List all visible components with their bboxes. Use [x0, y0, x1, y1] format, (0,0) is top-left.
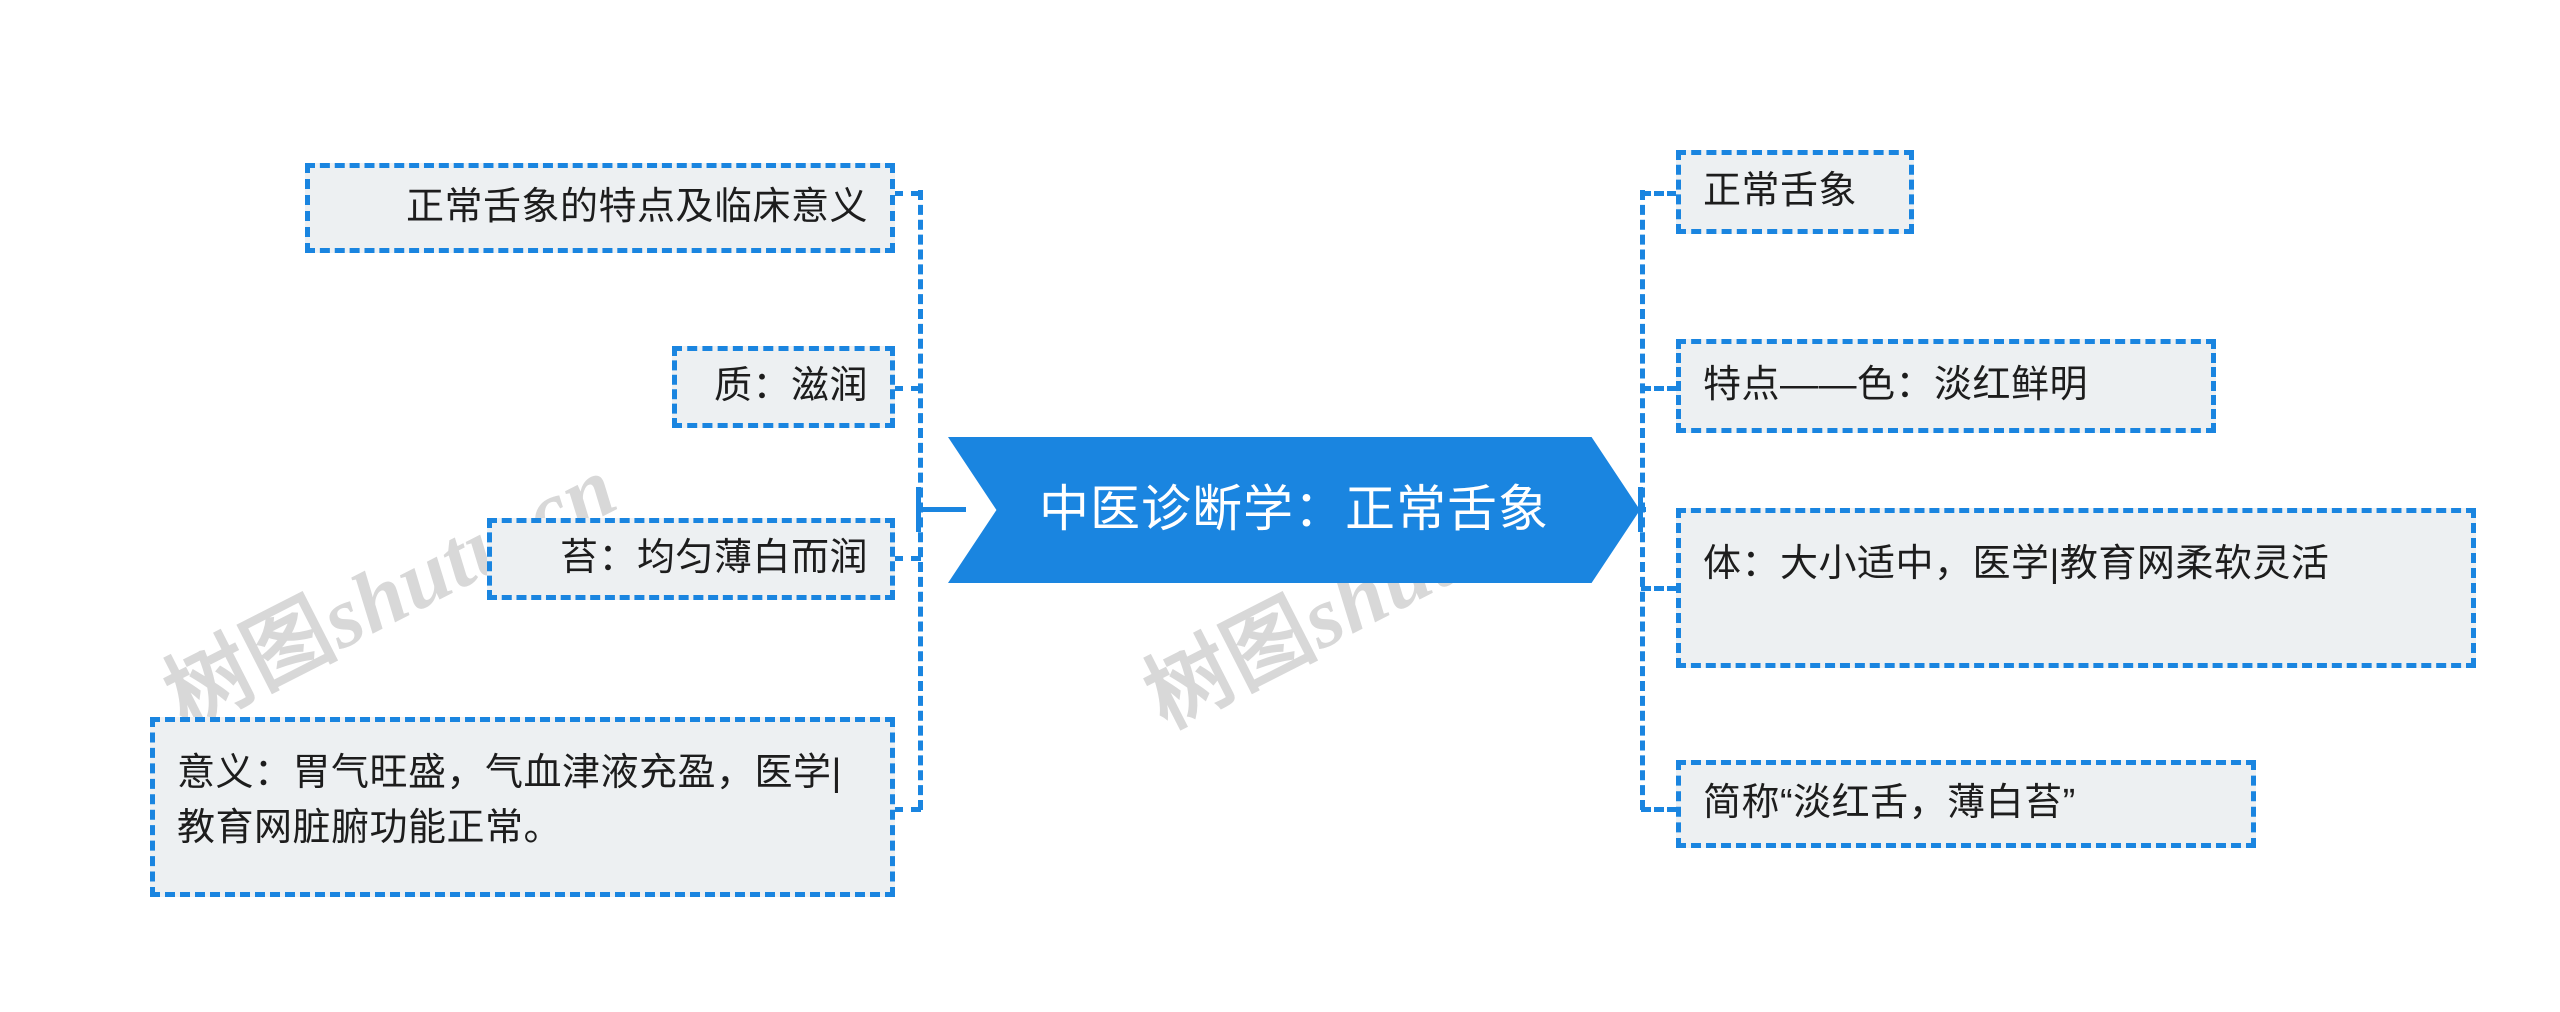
- right-stub-1: [1641, 191, 1677, 196]
- left-stub-2: [893, 386, 921, 391]
- left-node-1[interactable]: 正常舌象的特点及临床意义: [305, 163, 895, 253]
- right-stub-2: [1641, 386, 1677, 391]
- left-spine-cap: [916, 487, 921, 532]
- right-node-3[interactable]: 体：大小适中，医学|教育网柔软灵活: [1676, 508, 2476, 668]
- left-node-4[interactable]: 意义：胃气旺盛，气血津液充盈，医学|教育网脏腑功能正常。: [150, 717, 895, 897]
- left-node-4-label: 意义：胃气旺盛，气血津液充盈，医学|教育网脏腑功能正常。: [177, 752, 842, 850]
- watermark-cjk-text: 树图: [1129, 579, 1330, 748]
- left-node-3[interactable]: 苔：均匀薄白而润: [487, 518, 895, 600]
- right-stub-4: [1641, 807, 1677, 812]
- right-node-1-label: 正常舌象: [1703, 170, 1858, 213]
- left-node-1-label: 正常舌象的特点及临床意义: [405, 186, 868, 229]
- center-node-label: 中医诊断学：正常舌象: [1039, 481, 1549, 538]
- left-node-3-label: 苔：均匀薄白而润: [559, 537, 868, 580]
- left-stub-3: [893, 556, 921, 561]
- left-center-stub: [918, 507, 966, 512]
- left-stub-4: [893, 807, 921, 812]
- left-node-2-label: 质：滋润: [713, 365, 868, 408]
- right-spine: [1640, 190, 1645, 810]
- right-node-4-label: 简称“淡红舌，薄白苔”: [1703, 782, 2076, 825]
- left-node-2[interactable]: 质：滋润: [672, 346, 895, 428]
- left-spine: [918, 190, 923, 810]
- left-stub-1: [893, 191, 921, 196]
- right-node-3-label: 体：大小适中，医学|教育网柔软灵活: [1703, 543, 2330, 585]
- right-node-2[interactable]: 特点——色：淡红鲜明: [1676, 339, 2216, 433]
- right-node-1[interactable]: 正常舌象: [1676, 150, 1914, 234]
- center-node[interactable]: 中医诊断学：正常舌象: [948, 437, 1640, 583]
- right-node-2-label: 特点——色：淡红鲜明: [1703, 364, 2089, 407]
- right-node-4[interactable]: 简称“淡红舌，薄白苔”: [1676, 760, 2256, 848]
- right-stub-3: [1641, 586, 1677, 591]
